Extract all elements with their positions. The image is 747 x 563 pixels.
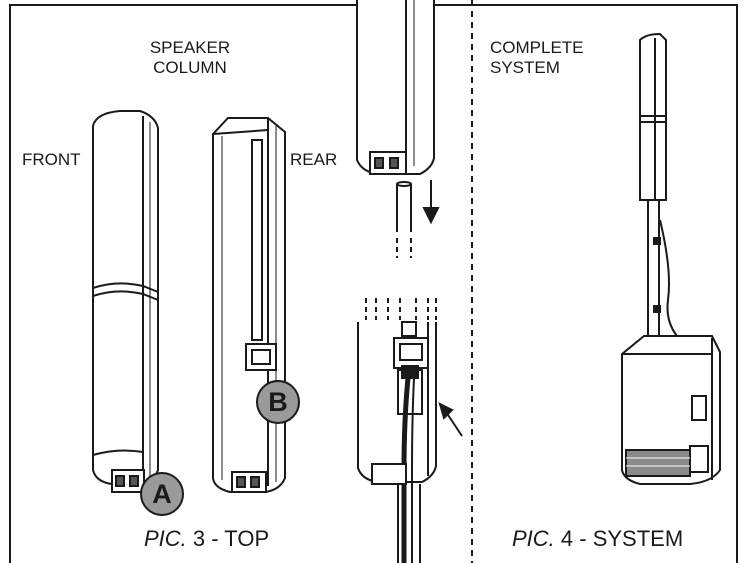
badge-b: B — [256, 380, 300, 424]
pole-segment — [396, 181, 412, 258]
label-speaker-line1: SPEAKER — [149, 38, 231, 57]
caption-pic3-prefix: PIC. — [144, 526, 187, 551]
subwoofer — [621, 335, 721, 485]
caption-pic4-rest: 4 - SYSTEM — [554, 526, 684, 551]
badge-a: A — [140, 472, 184, 516]
label-speaker-line2: COLUMN — [153, 58, 227, 77]
label-rear: REAR — [290, 150, 338, 169]
arrow-diagonal-icon — [438, 402, 463, 437]
caption-pic3: PIC. 3 - TOP — [144, 526, 269, 552]
caption-pic4: PIC. 4 - SYSTEM — [512, 526, 683, 552]
complete-system-columns — [639, 32, 691, 349]
caption-pic4-prefix: PIC. — [512, 526, 555, 551]
arrow-down-icon — [422, 180, 440, 225]
speaker-column-front — [92, 110, 159, 493]
label-front: FRONT — [22, 150, 81, 169]
speaker-column-rear — [212, 117, 286, 493]
column-top-piece — [356, 0, 435, 175]
column-bottom-piece — [357, 298, 437, 563]
label-complete-line2: SYSTEM — [490, 58, 560, 77]
caption-pic3-rest: 3 - TOP — [186, 526, 270, 551]
label-complete-system: COMPLETE SYSTEM — [490, 38, 600, 78]
label-speaker-column: SPEAKER COLUMN — [130, 38, 250, 78]
label-complete-line1: COMPLETE — [490, 38, 584, 57]
